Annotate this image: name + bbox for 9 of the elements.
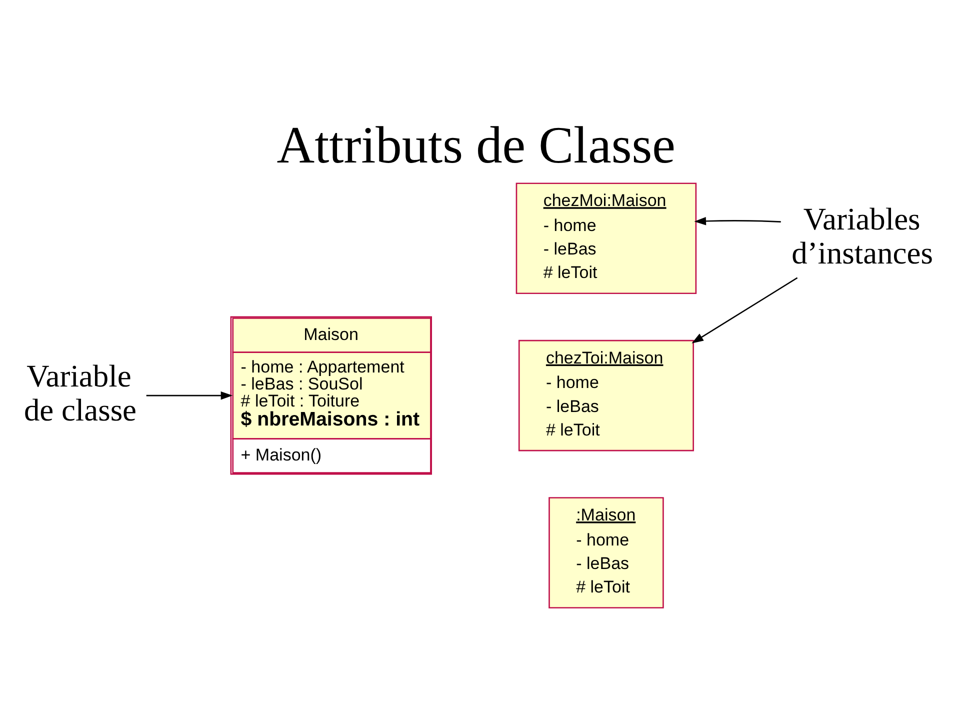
arrow <box>692 276 798 343</box>
node-box: chezMoi:Maison - home - leBas # leToit <box>516 182 697 294</box>
diagram-title: Attributs de Classe <box>276 116 676 174</box>
arrow <box>694 216 781 225</box>
node-box: chezToi:Maison - home - leBas # leToit <box>518 339 694 451</box>
node-text: Variable de classe <box>24 358 137 428</box>
node-box: :Maison - home - leBas # leToit <box>548 496 664 608</box>
node-text: Variables d’instances <box>792 200 933 270</box>
arrow <box>146 390 233 400</box>
